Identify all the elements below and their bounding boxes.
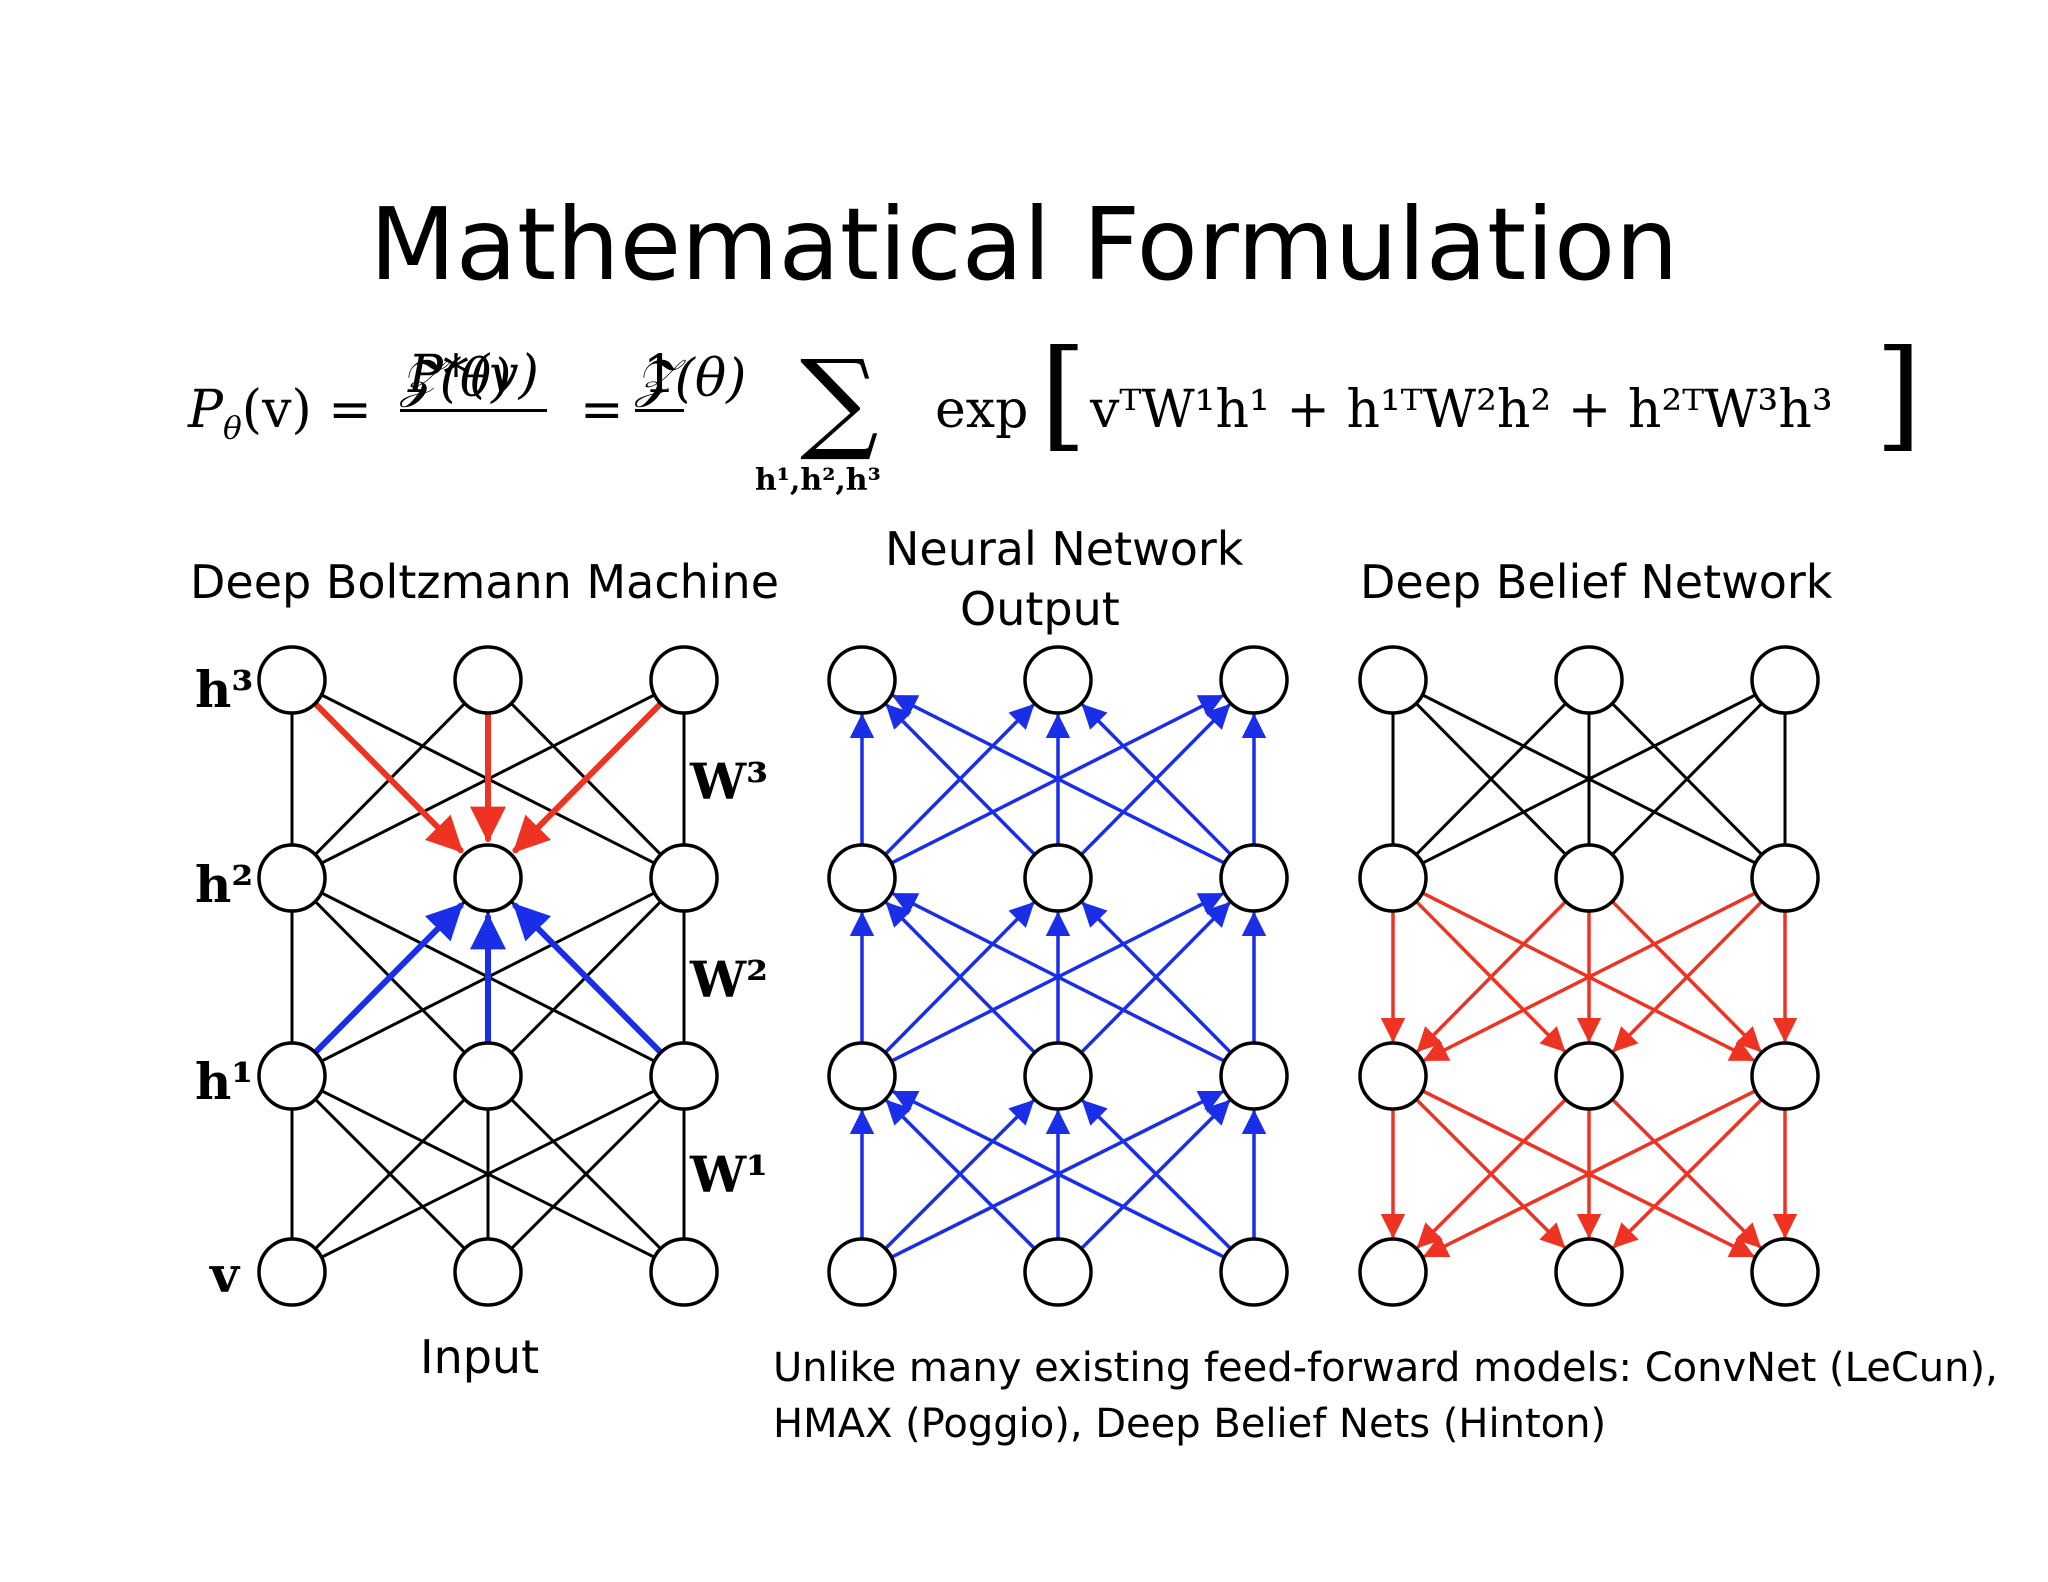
nn-edge-arrow bbox=[885, 1099, 1037, 1251]
dbn-edge bbox=[1610, 701, 1764, 857]
dbm-node bbox=[257, 843, 327, 913]
dbn-node bbox=[1358, 1041, 1428, 1111]
dbn-edge-arrow bbox=[1612, 899, 1764, 1053]
dbm-edge bbox=[313, 1097, 467, 1251]
dbn-node bbox=[1750, 645, 1820, 715]
dbn-node bbox=[1358, 843, 1428, 913]
dbn-node bbox=[1554, 645, 1624, 715]
dbn-edge-arrow bbox=[1416, 899, 1568, 1053]
nn-node bbox=[1023, 1041, 1093, 1111]
nn-edge-arrow bbox=[891, 892, 1227, 1063]
caption-line-1: Unlike many existing feed-forward models… bbox=[773, 1345, 1998, 1391]
formula-exp: exp bbox=[935, 380, 1029, 440]
right-bracket: ] bbox=[1875, 325, 1922, 464]
nn-node bbox=[1219, 1041, 1289, 1111]
nn-title-line2: Output bbox=[960, 582, 1120, 636]
dbn-node bbox=[1750, 843, 1820, 913]
dbn-node bbox=[1358, 1237, 1428, 1307]
slide-title: Mathematical Formulation bbox=[369, 186, 1679, 303]
layer-label-v: v bbox=[210, 1245, 240, 1304]
dbn-edge-arrow bbox=[1422, 891, 1758, 1062]
dbn-edge-arrow bbox=[1416, 1097, 1568, 1249]
formula-exp-body: vᵀW¹h¹ + h¹ᵀW²h² + h²ᵀW³h³ bbox=[1090, 380, 1833, 440]
nn-node bbox=[827, 1041, 897, 1111]
layer-label-h2: h² bbox=[195, 855, 254, 914]
nn-edge-arrow bbox=[885, 703, 1037, 857]
nn-title-line1: Neural Network bbox=[885, 522, 1244, 576]
dbn-node bbox=[1554, 1237, 1624, 1307]
dbm-top-down-arrow bbox=[312, 700, 464, 854]
nn-node bbox=[1219, 843, 1289, 913]
dbn-edge bbox=[1414, 701, 1568, 857]
dbm-node bbox=[257, 1237, 327, 1307]
nn-edge-arrow bbox=[891, 694, 1227, 865]
nn-node bbox=[1023, 1237, 1093, 1307]
nn-edge-arrow bbox=[885, 901, 1037, 1055]
dbn-node bbox=[1750, 1041, 1820, 1111]
dbm-top-down-arrow bbox=[512, 700, 664, 854]
sum-subscript: h¹,h²,h³ bbox=[755, 463, 881, 498]
weight-label-w2: W² bbox=[690, 950, 769, 1009]
dbm-node bbox=[257, 645, 327, 715]
dbm-input-label: Input bbox=[420, 1330, 540, 1384]
nn-edge-arrow bbox=[1081, 1099, 1233, 1251]
dbn-title: Deep Belief Network bbox=[1360, 555, 1833, 609]
sum-symbol: ∑ bbox=[800, 336, 879, 464]
weight-label-w1: W¹ bbox=[690, 1145, 769, 1204]
formula: Pθ(v) = P*(v) 𝒵(θ) = 1 𝒵(θ) ∑ h¹,h²,h³ e… bbox=[188, 325, 1922, 499]
nn-node bbox=[1219, 1237, 1289, 1307]
dbm-node bbox=[453, 1237, 523, 1307]
dbm-node bbox=[453, 1041, 523, 1111]
dbm-bottom-up-arrow bbox=[312, 902, 464, 1056]
nn-node bbox=[827, 645, 897, 715]
dbm-node bbox=[453, 645, 523, 715]
nn-node bbox=[1023, 645, 1093, 715]
nn-node bbox=[827, 1237, 897, 1307]
dbm-node bbox=[649, 843, 719, 913]
nn-node bbox=[1219, 645, 1289, 715]
dbn-edge-arrow bbox=[1423, 1089, 1758, 1258]
left-bracket: [ bbox=[1040, 325, 1087, 464]
dbm-node bbox=[649, 1041, 719, 1111]
weight-label-w3: W³ bbox=[690, 752, 769, 811]
dbm-node bbox=[257, 1041, 327, 1111]
formula-equals: = bbox=[580, 380, 624, 440]
dbm-title: Deep Boltzmann Machine bbox=[190, 555, 779, 609]
nn-node bbox=[827, 843, 897, 913]
dbm-node bbox=[453, 843, 523, 913]
dbn-node bbox=[1554, 843, 1624, 913]
formula-lhs: Pθ(v) = bbox=[188, 380, 372, 447]
dbn-edge bbox=[1420, 693, 1758, 865]
layer-label-h1: h¹ bbox=[195, 1052, 254, 1111]
dbm-bottom-up-arrow bbox=[512, 902, 664, 1056]
nn-edge-arrow bbox=[1081, 901, 1233, 1055]
nn-edge-arrow bbox=[1081, 703, 1233, 857]
dbn-node bbox=[1358, 645, 1428, 715]
dbn-node bbox=[1750, 1237, 1820, 1307]
dbn-node bbox=[1554, 1041, 1624, 1111]
dbm-edge bbox=[509, 1097, 663, 1251]
dbm-node bbox=[649, 1237, 719, 1307]
dbn-edge-arrow bbox=[1612, 1097, 1764, 1249]
nn-node bbox=[1023, 843, 1093, 913]
layer-label-h3: h³ bbox=[195, 660, 254, 719]
dbm-node bbox=[649, 645, 719, 715]
dbm-edge bbox=[320, 1089, 656, 1259]
caption-line-2: HMAX (Poggio), Deep Belief Nets (Hinton) bbox=[773, 1401, 1607, 1447]
nn-edge-arrow bbox=[892, 1090, 1227, 1259]
